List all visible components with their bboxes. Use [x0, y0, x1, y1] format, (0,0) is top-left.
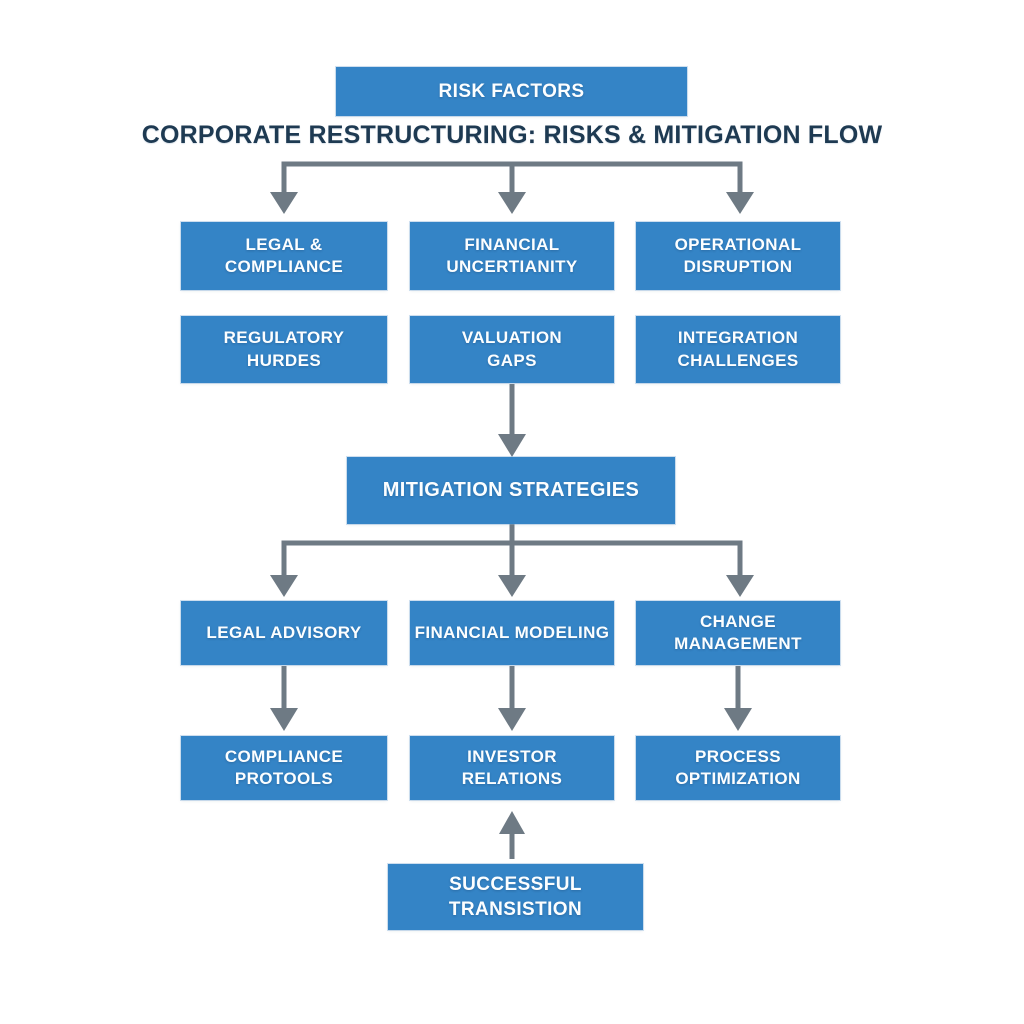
node-financial-modeling: FINANCIAL MODELING — [410, 601, 614, 665]
node-change-management: CHANGE MANAGEMENT — [636, 601, 840, 665]
arrow-to-mitigation — [498, 384, 526, 457]
node-investor-relations: INVESTOR RELATIONS — [410, 736, 614, 800]
node-legal-compliance: LEGAL & COMPLIANCE — [181, 222, 387, 290]
node-integration-challenges: INTEGRATION CHALLENGES — [636, 316, 840, 383]
node-legal-advisory: LEGAL ADVISORY — [181, 601, 387, 665]
arrows-row3-to-row4 — [270, 666, 752, 731]
node-mitigation-strategies: MITIGATION STRATEGIES — [347, 457, 675, 524]
node-process-optimization: PROCESS OPTIMIZATION — [636, 736, 840, 800]
branch-risk-factors — [270, 161, 754, 214]
branch-mitigation — [270, 524, 754, 597]
node-financial-uncertainty: FINANCIAL UNCERTIANITY — [410, 222, 614, 290]
node-valuation-gaps: VALUATION GAPS — [410, 316, 614, 383]
node-regulatory-hurdles: REGULATORY HURDES — [181, 316, 387, 383]
arrow-up-transition — [499, 811, 525, 859]
node-compliance-protocols: COMPLIANCE PROTOOLS — [181, 736, 387, 800]
node-risk-factors: RISK FACTORS — [336, 67, 687, 116]
diagram-title: CORPORATE RESTRUCTURING: RISKS & MITIGAT… — [141, 121, 883, 149]
node-operational-disruption: OPERATIONAL DISRUPTION — [636, 222, 840, 290]
node-successful-transition: SUCCESSFUL TRANSISTION — [388, 864, 643, 930]
